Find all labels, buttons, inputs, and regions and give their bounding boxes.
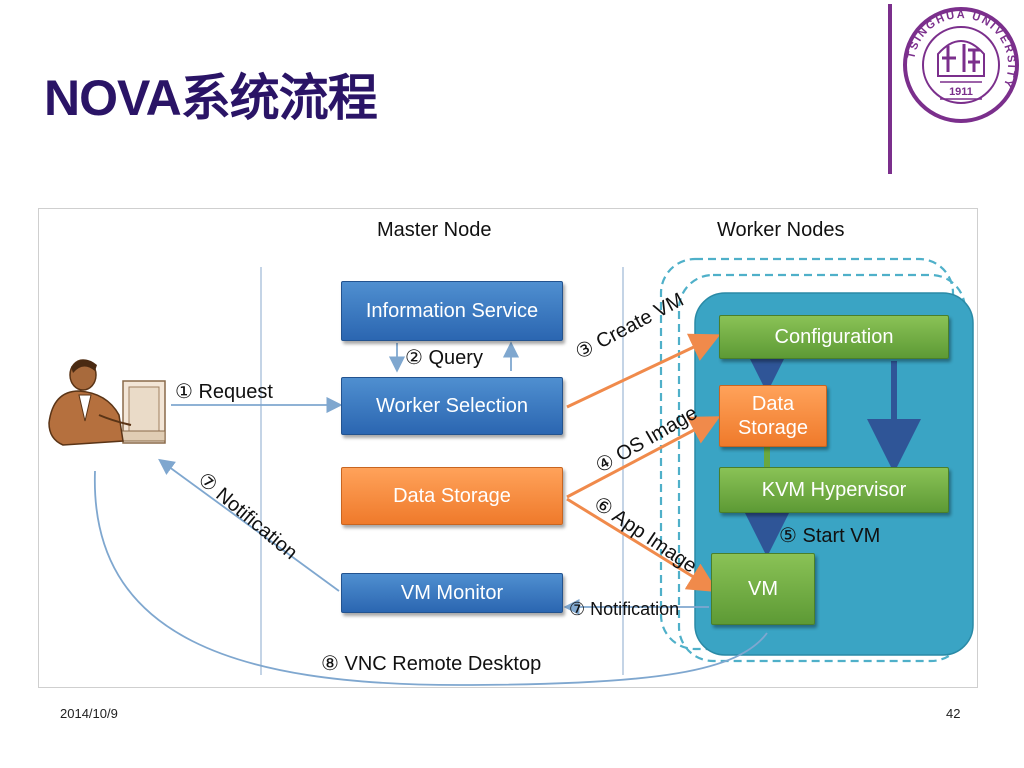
title-divider: [888, 4, 892, 174]
footer-page-number: 42: [946, 706, 961, 721]
worker-selection-box: Worker Selection: [341, 377, 563, 435]
vm-box: VM: [711, 553, 815, 625]
app-image-arrow: [566, 497, 719, 593]
kvm-hypervisor-box: KVM Hypervisor: [719, 467, 949, 513]
vm-monitor-box: VM Monitor: [341, 573, 563, 613]
slide-title: NOVA系统流程: [44, 70, 378, 126]
configuration-box: Configuration: [719, 315, 949, 359]
tsinghua-seal-logo: TSINGHUA UNIVERSITY 1911: [902, 6, 1020, 124]
vnc-curve: [94, 470, 768, 686]
create-vm-arrow: [566, 333, 721, 409]
nova-flow-diagram: Master Node Worker Nodes Information Ser…: [38, 208, 978, 688]
os-image-arrow: [566, 416, 721, 499]
footer-date: 2014/10/9: [60, 706, 118, 721]
user-at-computer-icon: [48, 359, 166, 446]
worker-nodes-header: Worker Nodes: [717, 219, 845, 241]
svg-text:TSINGHUA UNIVERSITY: TSINGHUA UNIVERSITY: [905, 9, 1017, 90]
data-storage-worker-box: Data Storage: [719, 385, 827, 447]
notification-user-arrow: [158, 458, 340, 592]
information-service-box: Information Service: [341, 281, 563, 341]
data-storage-master-box: Data Storage: [341, 467, 563, 525]
step-notification-vm-label: ⑦ Notification: [569, 599, 680, 619]
seal-year: 1911: [949, 86, 973, 98]
step-query-label: ② Query: [405, 347, 483, 369]
master-node-header: Master Node: [377, 219, 492, 241]
step-vnc-label: ⑧ VNC Remote Desktop: [321, 653, 542, 675]
step-request-label: ① Request: [175, 381, 273, 403]
step-start-vm-label: ⑤ Start VM: [779, 525, 881, 547]
worker-node-outline-back: [659, 257, 955, 651]
